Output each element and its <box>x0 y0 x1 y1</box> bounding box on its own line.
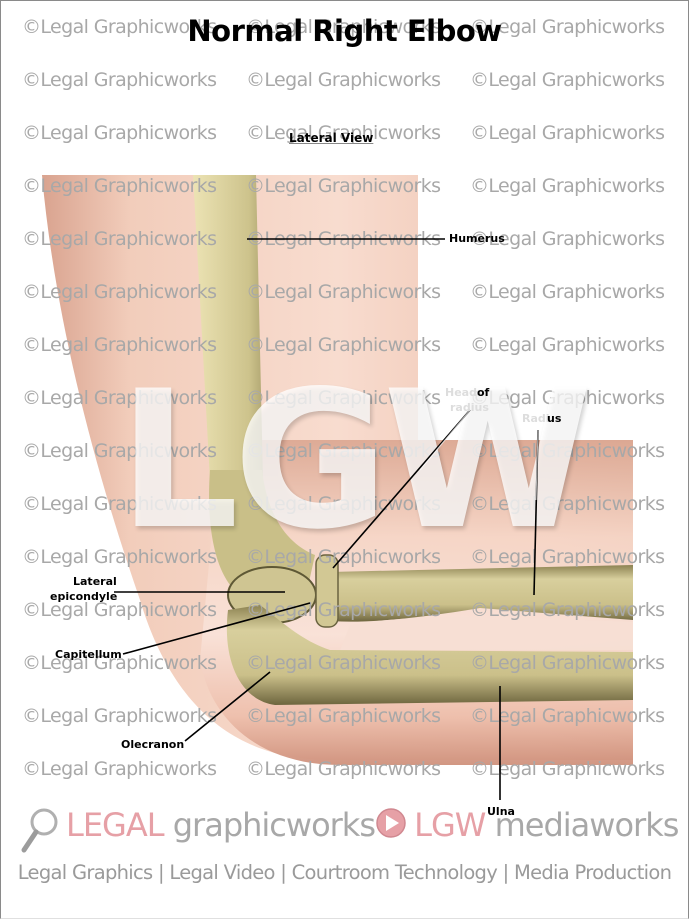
play-icon <box>376 808 406 838</box>
watermark-text: ©Legal Graphicworks <box>246 440 441 462</box>
brand-logo: LEGAL graphicworks LGW mediaworks <box>66 806 680 844</box>
watermark-text: ©Legal Graphicworks <box>246 69 441 91</box>
watermark-text: ©Legal Graphicworks <box>470 440 665 462</box>
watermark-text: ©Legal Graphicworks <box>470 387 665 409</box>
label-radius-faint: radius <box>450 401 489 414</box>
watermark-text: ©Legal Graphicworks <box>246 599 441 621</box>
watermark-text: ©Legal Graphicworks <box>22 281 217 303</box>
watermark-text: ©Legal Graphicworks <box>470 69 665 91</box>
label-head-faint: Head <box>445 386 477 399</box>
watermark-text: ©Legal Graphicworks <box>246 16 441 38</box>
watermark-text: ©Legal Graphicworks <box>470 334 665 356</box>
watermark-text: ©Legal Graphicworks <box>22 546 217 568</box>
footer-tagline: Legal Graphics | Legal Video | Courtroom… <box>17 861 672 884</box>
capitellum-leader-line <box>122 602 311 655</box>
watermark-text: ©Legal Graphicworks <box>22 122 217 144</box>
watermark-text: ©Legal Graphicworks <box>470 546 665 568</box>
watermark-text: ©Legal Graphicworks <box>470 16 665 38</box>
watermark-text: ©Legal Graphicworks <box>470 281 665 303</box>
label-epicondyle: epicondyle <box>50 590 118 603</box>
label-olecranon: Olecranon <box>121 738 185 751</box>
watermark-text: ©Legal Graphicworks <box>22 493 217 515</box>
watermark-text: ©Legal Graphicworks <box>246 705 441 727</box>
label-ulna: Ulna <box>487 805 515 818</box>
label-radius-start: Radi <box>522 412 550 425</box>
watermark-text: ©Legal Graphicworks <box>470 599 665 621</box>
magnifier-icon <box>21 808 58 853</box>
watermark-text: ©Legal Graphicworks <box>22 175 217 197</box>
page-title: Normal Right Elbow <box>187 14 502 48</box>
watermark-text: ©Legal Graphicworks <box>22 705 217 727</box>
olecranon-leader-line <box>184 671 271 742</box>
watermark-text: ©Legal Graphicworks <box>246 122 441 144</box>
watermark-text: ©Legal Graphicworks <box>470 228 665 250</box>
watermark-text: ©Legal Graphicworks <box>22 334 217 356</box>
label-capitellum: Capitellum <box>55 648 122 661</box>
label-radius-end: us <box>547 412 562 425</box>
watermark-text: ©Legal Graphicworks <box>22 69 217 91</box>
watermark-text: ©Legal Graphicworks <box>22 387 217 409</box>
watermark-text: ©Legal Graphicworks <box>22 228 217 250</box>
watermark-text: ©Legal Graphicworks <box>22 758 217 780</box>
watermark-text: ©Legal Graphicworks <box>470 175 665 197</box>
brand-mediaworks: mediaworks <box>485 806 680 844</box>
label-lateral: Lateral <box>73 575 117 588</box>
watermark-text: ©Legal Graphicworks <box>470 758 665 780</box>
watermark-text: ©Legal Graphicworks <box>22 440 217 462</box>
watermark-text: ©Legal Graphicworks <box>470 122 665 144</box>
watermark-text: ©Legal Graphicworks <box>22 16 217 38</box>
watermark-text: ©Legal Graphicworks <box>246 387 441 409</box>
brand-graphicworks: graphicworks <box>163 806 385 844</box>
watermark-text: ©Legal Graphicworks <box>470 652 665 674</box>
watermark-text: ©Legal Graphicworks <box>246 652 441 674</box>
label-head-of: of <box>477 386 490 399</box>
watermark-text: ©Legal Graphicworks <box>246 281 441 303</box>
lgw-watermark-logo: LGW <box>118 350 593 571</box>
head-of-radius-leader-line <box>332 409 471 569</box>
watermark-text: ©Legal Graphicworks <box>246 334 441 356</box>
watermark-text: ©Legal Graphicworks <box>470 493 665 515</box>
brand-lgw: LGW <box>414 806 486 844</box>
brand-legal: LEGAL <box>66 806 165 844</box>
watermark-text: ©Legal Graphicworks <box>246 175 441 197</box>
watermark-text: ©Legal Graphicworks <box>246 758 441 780</box>
watermark-text: ©Legal Graphicworks <box>22 599 217 621</box>
watermark-text: ©Legal Graphicworks <box>470 705 665 727</box>
view-subtitle: Lateral View <box>289 131 374 145</box>
watermark-text: ©Legal Graphicworks <box>22 652 217 674</box>
label-humerus: Humerus <box>449 232 505 245</box>
